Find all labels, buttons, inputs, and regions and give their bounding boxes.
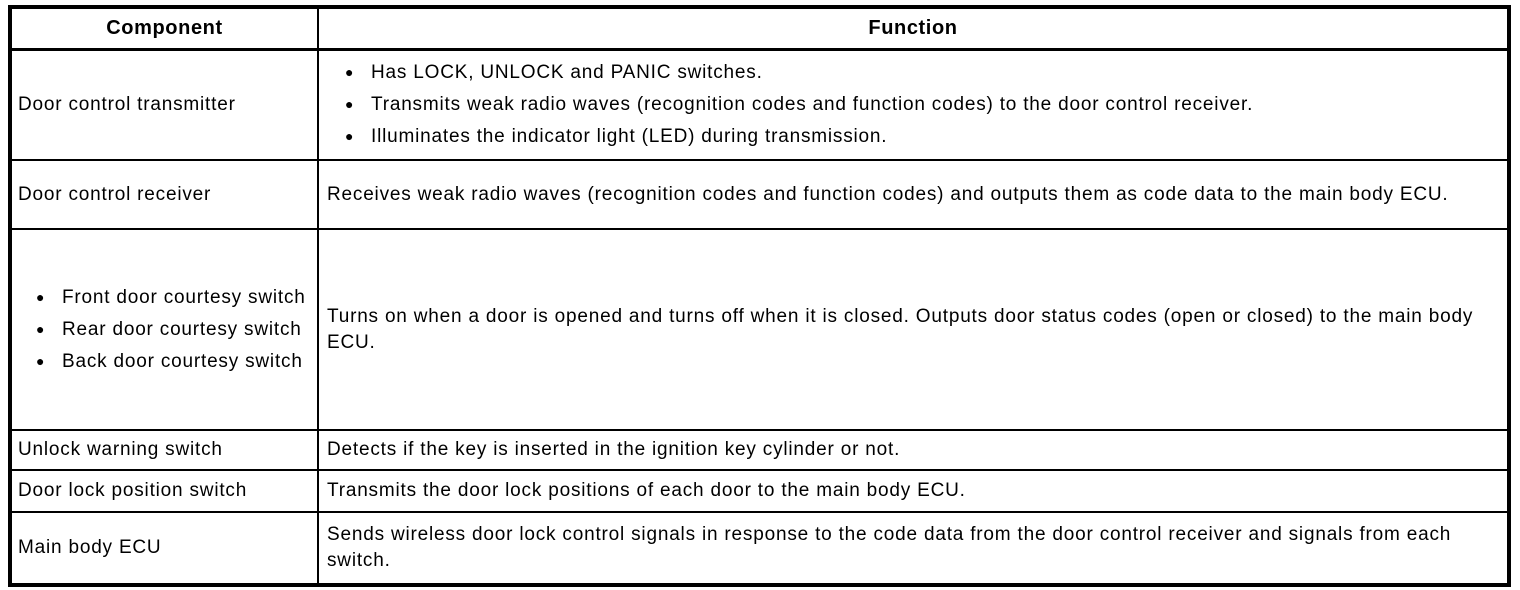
function-cell: ● Has LOCK, UNLOCK and PANIC switches. ●…	[317, 48, 1510, 161]
component-function-table: Component Function Door control transmit…	[8, 5, 1511, 587]
function-text: Transmits the door lock positions of eac…	[327, 480, 966, 501]
list-item: ● Rear door courtesy switch	[18, 314, 313, 345]
component-bullet-list: ● Front door courtesy switch ● Rear door…	[18, 282, 313, 377]
component-cell: Door control receiver	[9, 159, 319, 230]
list-item-text: Rear door courtesy switch	[62, 319, 302, 340]
list-item-text: Front door courtesy switch	[62, 287, 306, 308]
list-item-text: Transmits weak radio waves (recognition …	[371, 94, 1254, 116]
component-label: Door lock position switch	[18, 480, 248, 501]
list-item-text: Illuminates the indicator light (LED) du…	[371, 126, 888, 148]
list-item: ● Has LOCK, UNLOCK and PANIC switches.	[327, 57, 1495, 88]
table-row-door-control-receiver: Door control receiver Receives weak radi…	[9, 159, 1510, 230]
component-label: Main body ECU	[18, 537, 162, 558]
component-cell: Door control transmitter	[9, 48, 319, 161]
table-row-door-lock-position-switch: Door lock position switch Transmits the …	[9, 469, 1510, 513]
function-cell: Detects if the key is inserted in the ig…	[317, 429, 1510, 471]
header-cell-component: Component	[9, 6, 319, 51]
function-cell: Turns on when a door is opened and turns…	[317, 228, 1510, 431]
function-text: Sends wireless door lock control signals…	[327, 524, 1452, 571]
function-bullet-list: ● Has LOCK, UNLOCK and PANIC switches. ●…	[327, 57, 1495, 152]
component-label: Door control receiver	[18, 183, 212, 205]
function-text: Turns on when a door is opened and turns…	[327, 305, 1474, 353]
bullet-icon: ●	[36, 353, 46, 369]
table-row-door-control-transmitter: Door control transmitter ● Has LOCK, UNL…	[9, 48, 1510, 161]
list-item: ● Front door courtesy switch	[18, 282, 313, 313]
function-cell: Sends wireless door lock control signals…	[317, 511, 1510, 586]
component-cell: Door lock position switch	[9, 469, 319, 513]
list-item-text: Has LOCK, UNLOCK and PANIC switches.	[371, 62, 763, 84]
list-item-text: Back door courtesy switch	[62, 351, 303, 372]
bullet-icon: ●	[345, 96, 355, 113]
component-label: Unlock warning switch	[18, 439, 223, 460]
table-row-unlock-warning-switch: Unlock warning switch Detects if the key…	[9, 429, 1510, 471]
list-item: ● Back door courtesy switch	[18, 346, 313, 377]
list-item: ● Transmits weak radio waves (recognitio…	[327, 89, 1495, 120]
component-cell: Unlock warning switch	[9, 429, 319, 471]
function-text: Receives weak radio waves (recognition c…	[327, 183, 1449, 205]
bullet-icon: ●	[345, 64, 355, 81]
header-cell-function: Function	[317, 6, 1510, 51]
bullet-icon: ●	[36, 289, 46, 305]
component-cell: ● Front door courtesy switch ● Rear door…	[9, 228, 319, 431]
function-cell: Receives weak radio waves (recognition c…	[317, 159, 1510, 230]
bullet-icon: ●	[36, 321, 46, 337]
table-header-row: Component Function	[9, 6, 1510, 51]
bullet-icon: ●	[345, 128, 355, 145]
table-row-courtesy-switches: ● Front door courtesy switch ● Rear door…	[9, 228, 1510, 431]
table-row-main-body-ecu: Main body ECU Sends wireless door lock c…	[9, 511, 1510, 586]
list-item: ● Illuminates the indicator light (LED) …	[327, 121, 1495, 152]
function-text: Detects if the key is inserted in the ig…	[327, 439, 901, 460]
component-label: Door control transmitter	[18, 93, 236, 115]
function-cell: Transmits the door lock positions of eac…	[317, 469, 1510, 513]
component-cell: Main body ECU	[9, 511, 319, 586]
